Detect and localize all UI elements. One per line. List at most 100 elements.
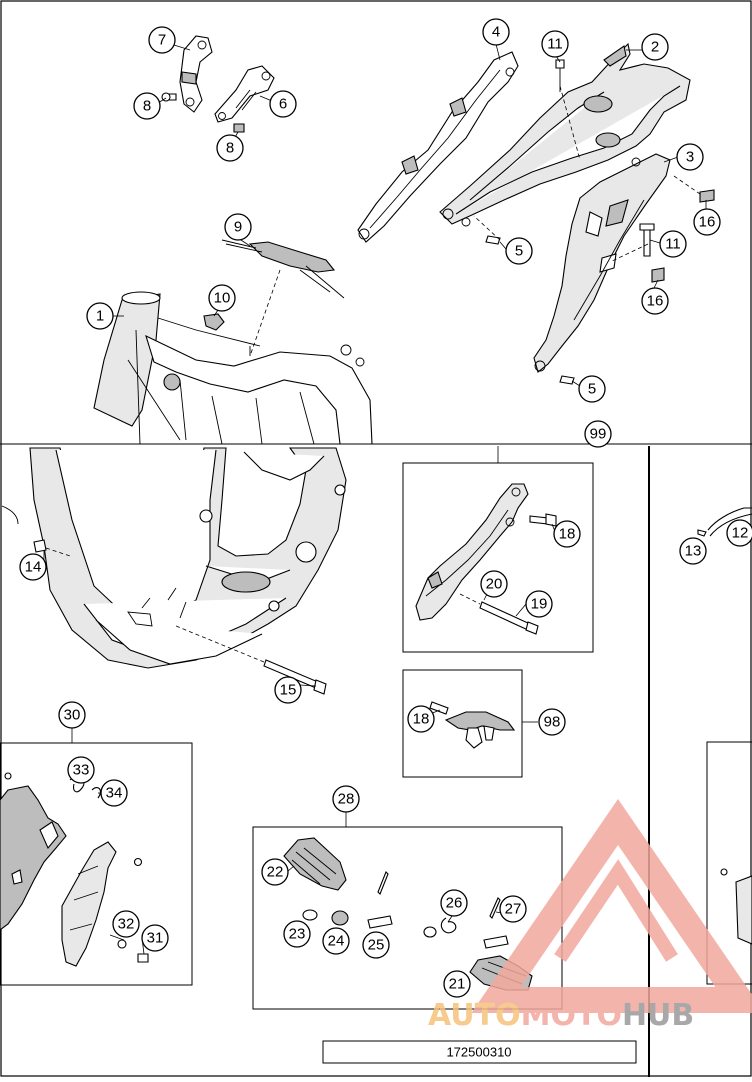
callout-98: 98	[538, 708, 566, 736]
callout-13: 13	[679, 537, 707, 565]
callout-6: 6	[269, 90, 297, 118]
callout-99: 99	[584, 420, 612, 448]
svg-text:98: 98	[544, 714, 561, 731]
svg-text:12: 12	[732, 525, 749, 542]
svg-text:30: 30	[64, 707, 81, 724]
callout-30: 30	[58, 701, 86, 729]
svg-text:2: 2	[651, 39, 659, 56]
svg-text:13: 13	[685, 543, 702, 560]
svg-text:4: 4	[492, 24, 500, 41]
part-15-bolt	[263, 659, 327, 695]
part-30-frame-guards	[0, 772, 149, 967]
svg-text:AUTOMOTOHUB: AUTOMOTOHUB	[428, 998, 694, 1033]
callout-12: 12	[726, 519, 752, 547]
callout-27: 27	[499, 895, 527, 923]
callout-23: 23	[283, 920, 311, 948]
callout-11a: 11	[541, 30, 569, 58]
right-section-partial	[697, 507, 752, 985]
svg-text:27: 27	[505, 901, 522, 918]
callout-16b: 16	[641, 287, 669, 315]
callout-15: 15	[274, 676, 302, 704]
svg-text:33: 33	[73, 762, 90, 779]
svg-text:8: 8	[143, 98, 151, 115]
automotohub-watermark: AUTOMOTOHUB	[428, 799, 752, 1033]
part-7-bracket	[179, 35, 213, 113]
svg-text:31: 31	[147, 930, 164, 947]
part-26-spring	[423, 897, 509, 949]
part-1-frame-lower	[1, 447, 347, 669]
callout-26: 26	[440, 889, 468, 917]
part-5-bolts	[485, 235, 575, 385]
callout-8b: 8	[216, 134, 244, 162]
svg-text:19: 19	[531, 596, 548, 613]
callout-3: 3	[676, 143, 704, 171]
svg-text:21: 21	[449, 976, 466, 993]
svg-text:10: 10	[214, 290, 231, 307]
callout-4: 4	[482, 18, 510, 46]
part-22-footpeg	[283, 837, 347, 891]
svg-text:8: 8	[226, 140, 234, 157]
callout-33: 33	[67, 756, 95, 784]
part-4-subframe-rail	[357, 51, 519, 243]
part-14-bolt	[33, 539, 47, 553]
watermark-hub: HUB	[622, 998, 694, 1033]
callout-20: 20	[480, 570, 508, 598]
callout-32: 32	[112, 910, 140, 938]
svg-text:34: 34	[106, 785, 123, 802]
callout-2: 2	[641, 33, 669, 61]
svg-text:3: 3	[686, 149, 694, 166]
callout-1: 1	[86, 302, 114, 330]
part-98-slider	[444, 711, 516, 749]
part-2-subframe	[439, 42, 691, 227]
callout-28: 28	[332, 785, 360, 813]
callout-16a: 16	[693, 208, 721, 236]
callout-22: 22	[261, 858, 289, 886]
callout-19: 19	[525, 590, 553, 618]
svg-text:18: 18	[559, 526, 576, 543]
svg-text:1: 1	[96, 308, 104, 325]
part-27-split-pin-left	[377, 871, 389, 895]
svg-text:5: 5	[588, 381, 596, 398]
svg-text:9: 9	[234, 219, 242, 236]
svg-text:11: 11	[547, 36, 563, 53]
svg-text:14: 14	[25, 559, 42, 576]
callout-34: 34	[100, 779, 128, 807]
kit-99-box	[402, 462, 594, 653]
svg-text:16: 16	[699, 214, 716, 231]
part-3-subframe-side	[533, 153, 671, 373]
watermark-auto: AUTO	[428, 998, 521, 1033]
drawing-code: 172500310	[446, 1045, 511, 1060]
kit-98-box	[402, 669, 523, 778]
part-11-bolts	[639, 223, 655, 257]
callout-10: 10	[208, 284, 236, 312]
part-1-frame-top	[93, 291, 373, 445]
callout-31: 31	[141, 924, 169, 952]
callout-18b: 18	[407, 705, 435, 733]
svg-text:25: 25	[368, 937, 385, 954]
svg-text:32: 32	[118, 916, 135, 933]
svg-text:22: 22	[267, 864, 284, 881]
callout-7: 7	[148, 26, 176, 54]
callout-9: 9	[224, 213, 252, 241]
svg-text:28: 28	[338, 791, 355, 808]
svg-text:5: 5	[515, 243, 523, 260]
svg-text:20: 20	[486, 576, 503, 593]
part-23-washer	[302, 909, 318, 921]
svg-text:23: 23	[289, 926, 306, 943]
svg-text:11: 11	[665, 236, 681, 253]
part-18-bolt-b	[429, 701, 449, 715]
part-99-chain-guide	[415, 483, 529, 621]
svg-text:24: 24	[328, 933, 345, 950]
part-6-bracket	[214, 65, 275, 123]
callout-24: 24	[322, 927, 350, 955]
svg-text:6: 6	[279, 96, 287, 113]
svg-text:15: 15	[280, 682, 297, 699]
callout-11b: 11	[659, 230, 687, 258]
kit-30-box	[0, 742, 193, 986]
part-18-bolt-a	[529, 513, 557, 527]
part-16-nuts	[651, 189, 715, 283]
part-9-plate	[221, 239, 345, 299]
svg-text:16: 16	[647, 293, 664, 310]
drawing-code-box	[322, 1040, 637, 1064]
callout-5b: 5	[578, 375, 606, 403]
